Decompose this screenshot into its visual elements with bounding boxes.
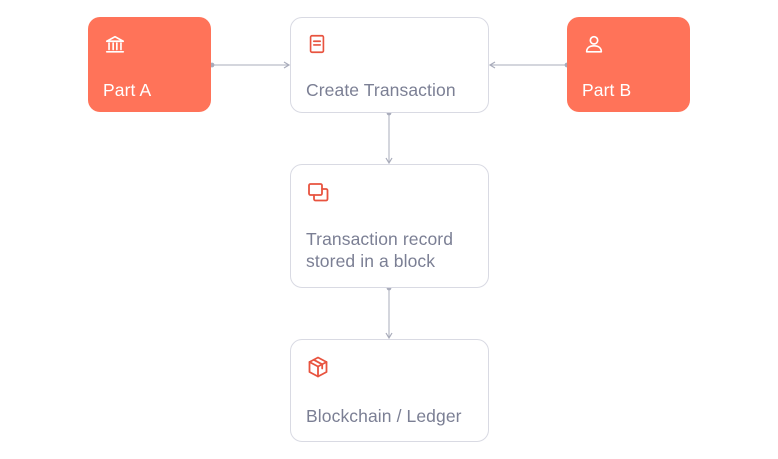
node-create-transaction: Create Transaction — [290, 17, 489, 113]
edge-part-a-to-create-transaction — [209, 61, 291, 69]
node-ledger: Blockchain / Ledger — [290, 339, 489, 442]
node-ledger-label: Blockchain / Ledger — [306, 406, 462, 426]
node-transaction-record-label-line2: stored in a block — [306, 251, 436, 271]
stacked-blocks-icon — [308, 183, 329, 202]
node-part-b-label: Part B — [582, 80, 632, 100]
node-part-b: Part B — [567, 17, 690, 112]
node-part-a: Part A — [88, 17, 211, 112]
cube-icon — [308, 356, 328, 378]
node-create-transaction-label: Create Transaction — [306, 80, 456, 100]
user-icon — [585, 35, 603, 53]
edge-part-b-to-create-transaction — [488, 61, 570, 69]
node-transaction-record-label-line1: Transaction record — [306, 229, 454, 249]
node-part-a-label: Part A — [103, 80, 152, 100]
bank-icon — [105, 35, 125, 53]
edge-record-to-ledger — [385, 285, 393, 340]
edge-create-transaction-to-record — [385, 110, 393, 165]
document-icon — [309, 34, 325, 54]
node-transaction-record: Transaction record stored in a block — [290, 164, 489, 288]
